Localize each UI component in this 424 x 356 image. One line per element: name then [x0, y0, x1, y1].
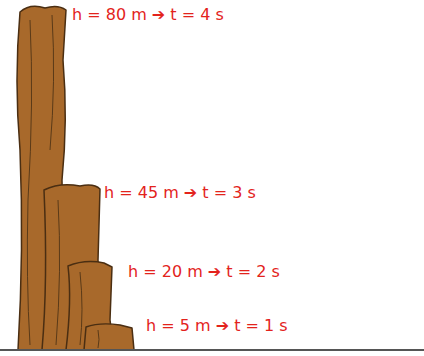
- height-time-label: h = 20 m ➔ t = 2 s: [128, 262, 280, 282]
- rock-streak: [50, 15, 54, 150]
- ground-line: [0, 349, 424, 351]
- cliff-column: [17, 6, 66, 350]
- rock-streak: [80, 272, 82, 345]
- height-time-label: h = 80 m ➔ t = 4 s: [72, 5, 224, 25]
- rock-streak: [98, 330, 99, 348]
- rock-streak: [56, 200, 60, 345]
- height-time-label: h = 5 m ➔ t = 1 s: [146, 316, 288, 336]
- cliff-column: [84, 324, 134, 350]
- rock-streak: [27, 20, 31, 345]
- height-time-label: h = 45 m ➔ t = 3 s: [104, 183, 256, 203]
